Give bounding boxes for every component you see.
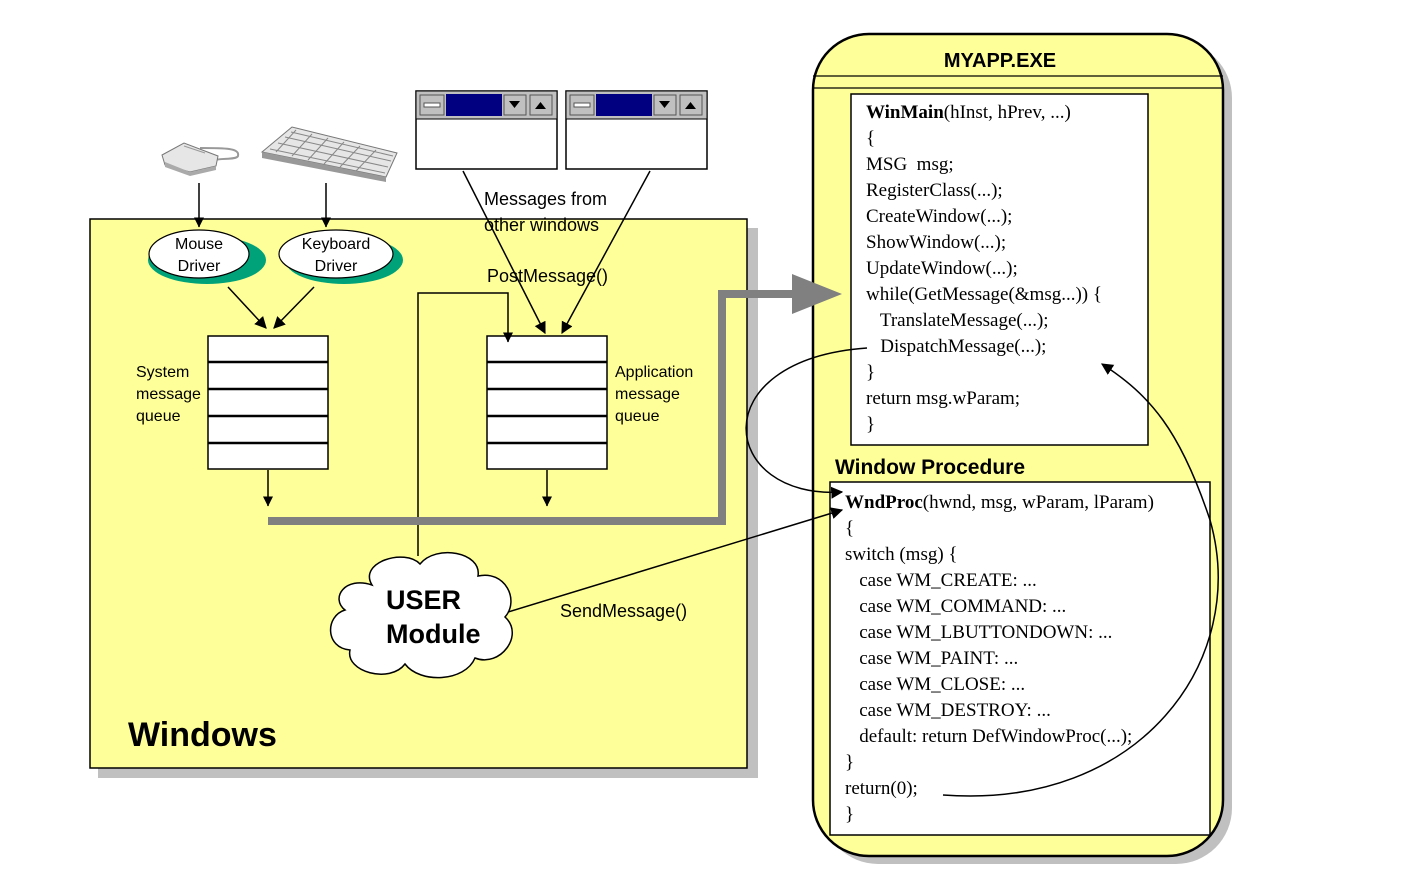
wndproc-code-box [829,481,1211,836]
send-message-arrow [507,507,844,613]
app-queue-label-2: message [615,386,680,403]
myapp-title: MYAPP.EXE [944,50,1056,72]
post-message-label: PostMessage() [487,266,608,286]
mouse-driver: Mouse Driver [148,229,266,284]
code-line: } [845,804,854,825]
message-retrieval-path [268,290,802,525]
code-line: case WM_CLOSE: ... [845,674,1025,695]
messages-from-label-1: Messages from [484,189,607,209]
winmain-signature: WinMain(hInst, hPrev, ...) [866,102,1071,123]
system-queue-label-3: queue [136,408,181,425]
send-message-label: SendMessage() [560,601,687,621]
code-line: UpdateWindow(...); [866,258,1018,279]
code-line: } [866,414,875,435]
return-to-dispatch-arrow [942,363,1219,797]
app-queue-label-3: queue [615,408,660,425]
winmain-code-box [850,93,1149,446]
code-line: MSG msg; [866,154,954,175]
app-window-1 [415,90,558,170]
code-line: case WM_COMMAND: ... [845,596,1066,617]
code-line: DispatchMessage(...); [866,336,1046,357]
windows-box-title: Windows [128,716,277,754]
mouse-driver-line1: Mouse [175,236,223,253]
wndproc-signature: WndProc(hwnd, msg, wParam, lParam) [845,492,1154,513]
code-line: RegisterClass(...); [866,180,1003,201]
code-line: } [845,752,854,773]
mouse-icon [161,142,240,176]
code-line: case WM_PAINT: ... [845,648,1018,669]
user-module-post-arrow [417,292,513,556]
code-line: while(GetMessage(&msg...)) { [866,284,1102,305]
user-module-line1: USER [386,585,461,615]
code-line: ShowWindow(...); [866,232,1006,253]
mouse-driver-to-queue-arrow [227,286,267,329]
app-window-2 [565,90,708,170]
window1-message-arrow [462,170,546,335]
code-line: case WM_LBUTTONDOWN: ... [845,622,1112,643]
code-line: switch (msg) { [845,544,958,565]
app-queue-label-1: Application [615,364,693,381]
keyboard-driver-line2: Driver [315,258,358,275]
code-line: { [866,128,875,149]
system-queue-label-2: message [136,386,201,403]
system-message-queue [207,335,329,470]
code-line: default: return DefWindowProc(...); [845,726,1132,747]
keyboard-driver-to-queue-arrow [273,286,315,329]
dispatch-to-wndproc-arrow [745,347,868,499]
windows-system-box: Windows [89,218,758,778]
keyboard-driver-line1: Keyboard [302,236,371,253]
messages-from-label-2: other windows [484,215,599,235]
user-module-cloud: USER Module [329,551,513,679]
code-line: { [845,518,854,539]
code-line: case WM_CREATE: ... [845,570,1037,591]
window2-message-arrow [561,170,651,335]
code-line: CreateWindow(...); [866,206,1012,227]
code-line: TranslateMessage(...); [866,310,1049,331]
code-line: return msg.wParam; [866,388,1020,409]
code-line: case WM_DESTROY: ... [845,700,1051,721]
code-line: return(0); [845,778,918,799]
mouse-driver-line2: Driver [178,258,221,275]
winmain-code-lines: { MSG msg; RegisterClass(...); CreateWindow… [866,128,1102,435]
keyboard-icon [260,126,398,182]
wndproc-code-lines: { switch (msg) { case WM_CREATE: ... case… [845,518,1132,825]
keyboard-driver: Keyboard Driver [278,229,403,284]
application-message-queue [486,335,608,470]
system-queue-label-1: System [136,364,189,381]
window-procedure-label: Window Procedure [835,456,1025,479]
code-line: } [866,362,875,383]
getmessage-arrowhead [792,274,842,314]
user-module-line2: Module [386,619,481,649]
